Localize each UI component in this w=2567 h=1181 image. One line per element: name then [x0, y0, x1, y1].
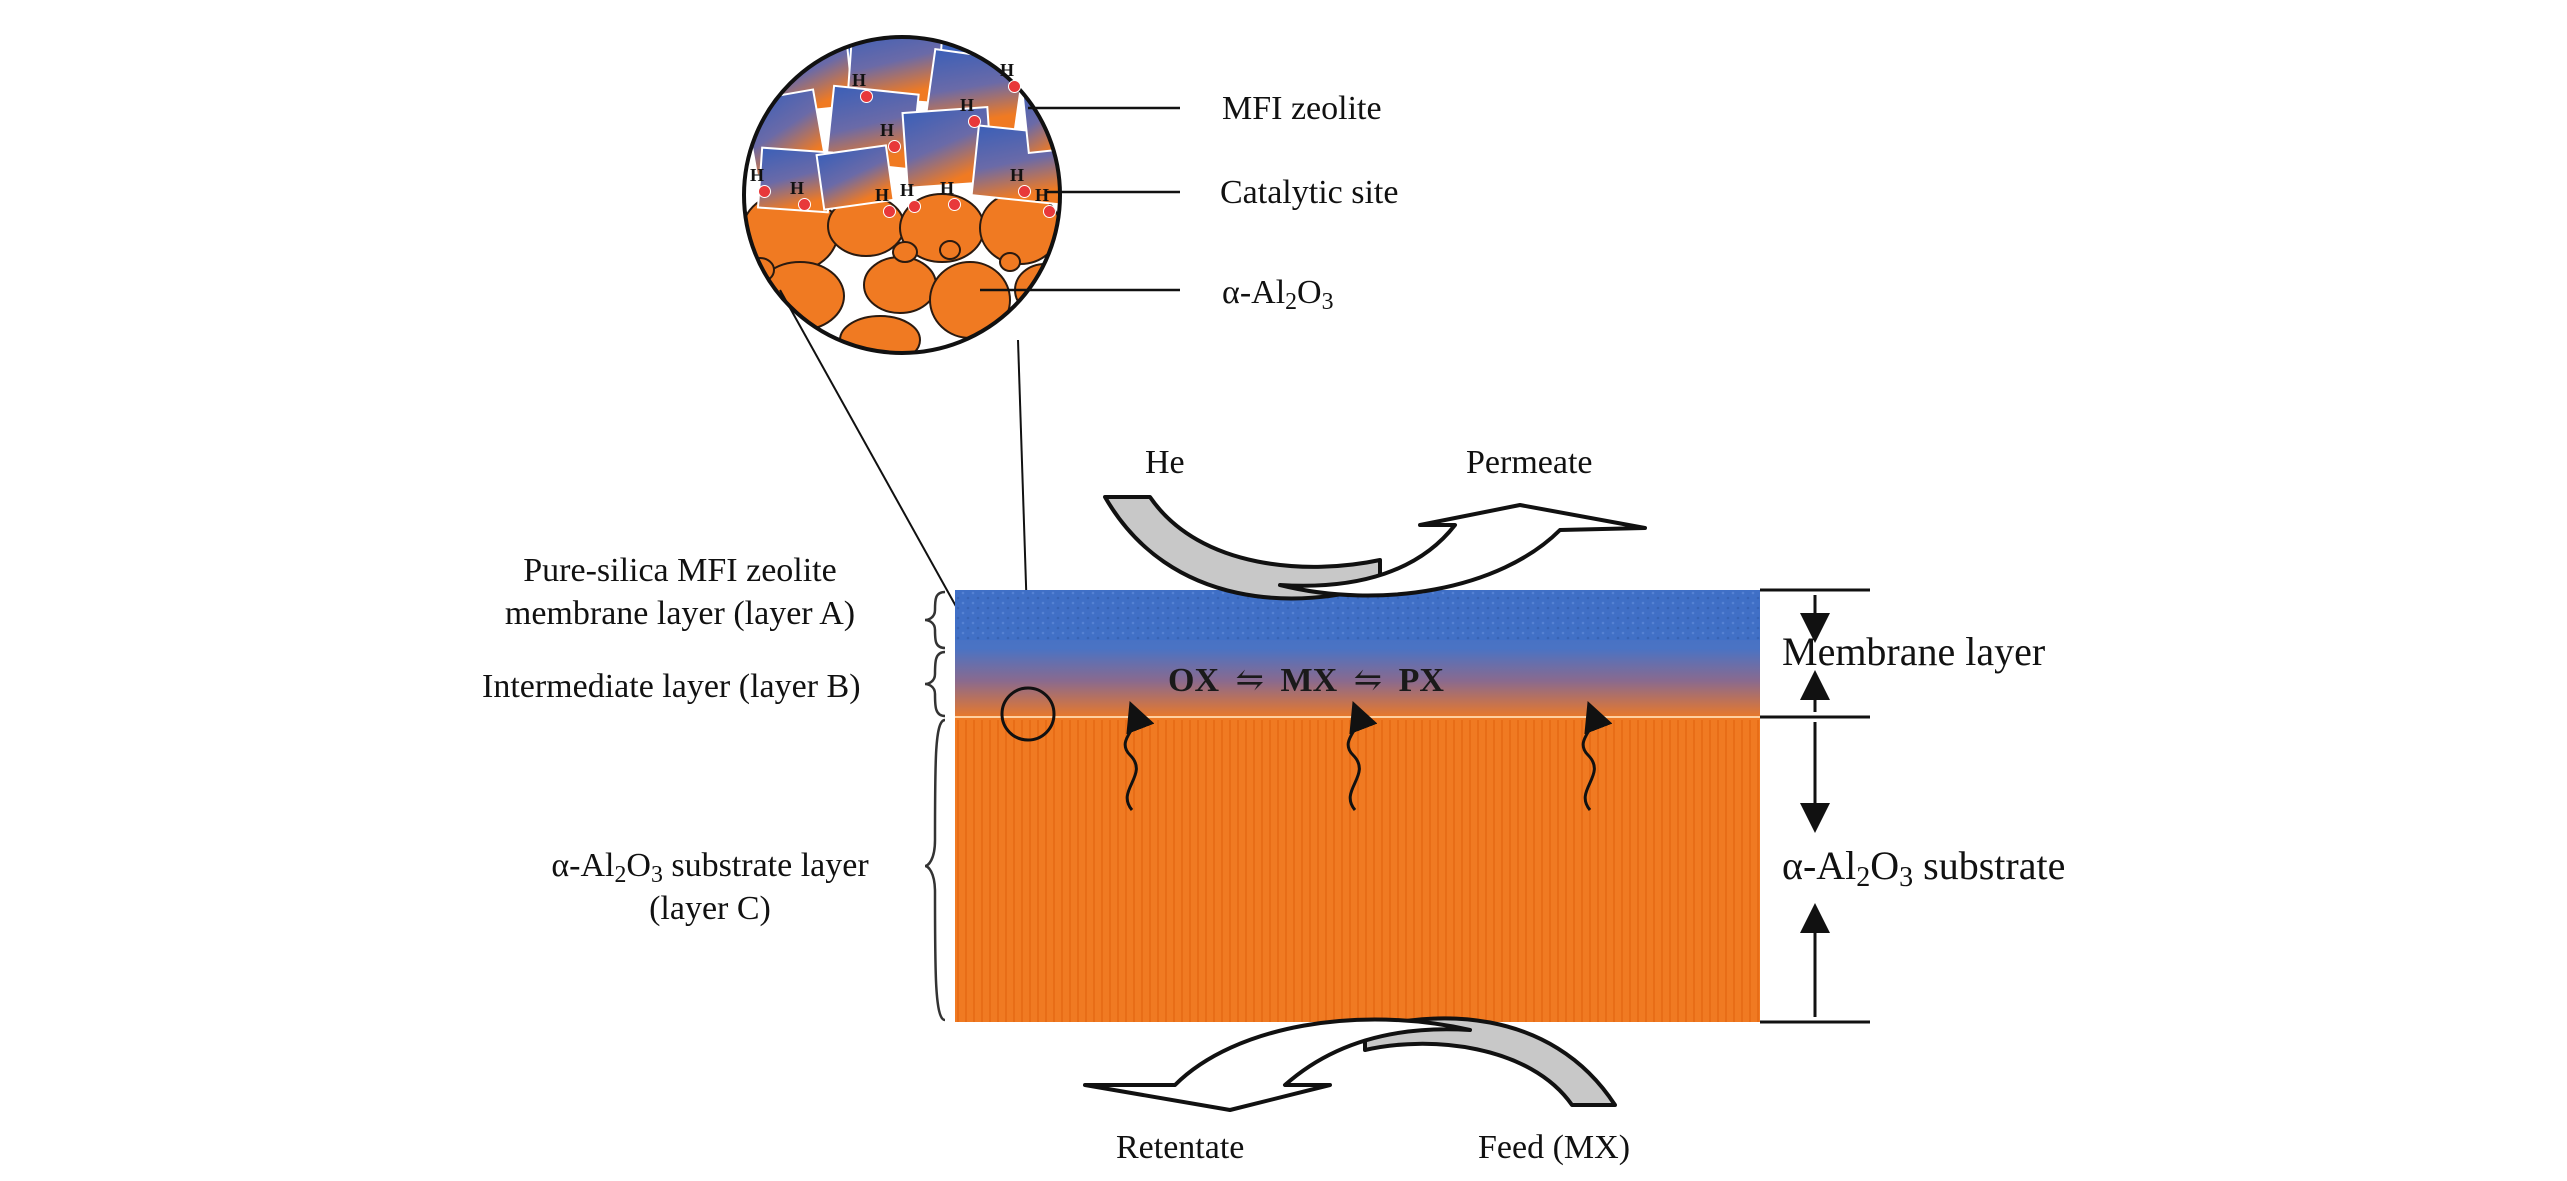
site-dot [1008, 80, 1021, 93]
reaction-ox: OX [1168, 662, 1219, 699]
reaction-mx: MX [1280, 662, 1338, 699]
site-letter: H [880, 120, 895, 140]
catalytic-site-marker: H [880, 120, 904, 154]
label-alumina-substrate: α-Al2O3 substrate [1782, 843, 2066, 893]
reaction-px: PX [1398, 662, 1444, 699]
brace-layer-a [924, 590, 946, 650]
site-dot [798, 198, 811, 211]
site-letter: H [1000, 60, 1015, 80]
label-alumina: α-Al2O3 [1222, 274, 1334, 315]
label-layer-c: α-Al2O3 substrate layer (layer C) [551, 847, 869, 927]
label-mfi-zeolite: MFI zeolite [1222, 90, 1382, 127]
site-letter: H [750, 165, 765, 185]
site-dot [758, 185, 771, 198]
site-letter: H [875, 185, 890, 205]
site-letter: H [960, 95, 975, 115]
catalytic-site-marker: H [875, 185, 899, 219]
site-letter: H [1010, 165, 1025, 185]
zoom-origin-circle [1000, 686, 1056, 742]
diffusion-arrows [1123, 700, 1613, 811]
label-layer-a: Pure-silica MFI zeolite membrane layer (… [504, 552, 856, 632]
catalytic-site-marker: H [900, 180, 924, 214]
brace-layer-b [924, 650, 946, 718]
layer-c-substrate [955, 717, 1760, 1022]
reaction-equilibrium: OX ⇋ MX ⇋ PX [1168, 660, 1444, 700]
feed-retentate-arrow [1083, 1016, 1617, 1112]
equilibrium-arrow-2: ⇋ [1353, 662, 1383, 699]
site-letter: H [1035, 185, 1050, 205]
site-letter: H [790, 178, 805, 198]
layer-a-zeolite [955, 590, 1760, 640]
catalytic-site-marker: H [1035, 185, 1059, 219]
site-dot [888, 140, 901, 153]
site-dot [948, 198, 961, 211]
brace-layer-c [924, 718, 946, 1022]
label-membrane-layer: Membrane layer [1782, 629, 2046, 674]
label-retentate: Retentate [1116, 1129, 1245, 1166]
catalytic-site-marker: H [1010, 165, 1034, 199]
site-dot [968, 115, 981, 128]
site-letter: H [900, 180, 915, 200]
label-catalytic-site: Catalytic site [1220, 174, 1399, 211]
he-permeate-arrow [1103, 495, 1647, 601]
label-layer-b: Intermediate layer (layer B) [482, 668, 861, 705]
membrane-slab [955, 590, 1760, 1022]
site-dot [1018, 185, 1031, 198]
label-feed: Feed (MX) [1478, 1129, 1631, 1166]
label-permeate: Permeate [1466, 444, 1593, 481]
zoom-callout [742, 35, 1180, 708]
site-dot [908, 200, 921, 213]
site-dot [1043, 205, 1056, 218]
site-letter: H [852, 70, 867, 90]
layer-braces [924, 590, 946, 1022]
alumina-particles [744, 191, 1060, 353]
label-he: He [1145, 444, 1185, 481]
dimension-markers [1760, 588, 1870, 1024]
catalytic-site-marker: H [940, 178, 964, 212]
equilibrium-arrow-1: ⇋ [1235, 662, 1265, 699]
catalytic-site-marker: H [1000, 60, 1024, 94]
catalytic-site-marker: H [750, 165, 774, 199]
site-letter: H [940, 178, 955, 198]
catalytic-site-marker: H [790, 178, 814, 212]
site-dot [883, 205, 896, 218]
catalytic-site-marker: H [852, 70, 876, 104]
catalytic-site-marker: H [960, 95, 984, 129]
site-dot [860, 90, 873, 103]
